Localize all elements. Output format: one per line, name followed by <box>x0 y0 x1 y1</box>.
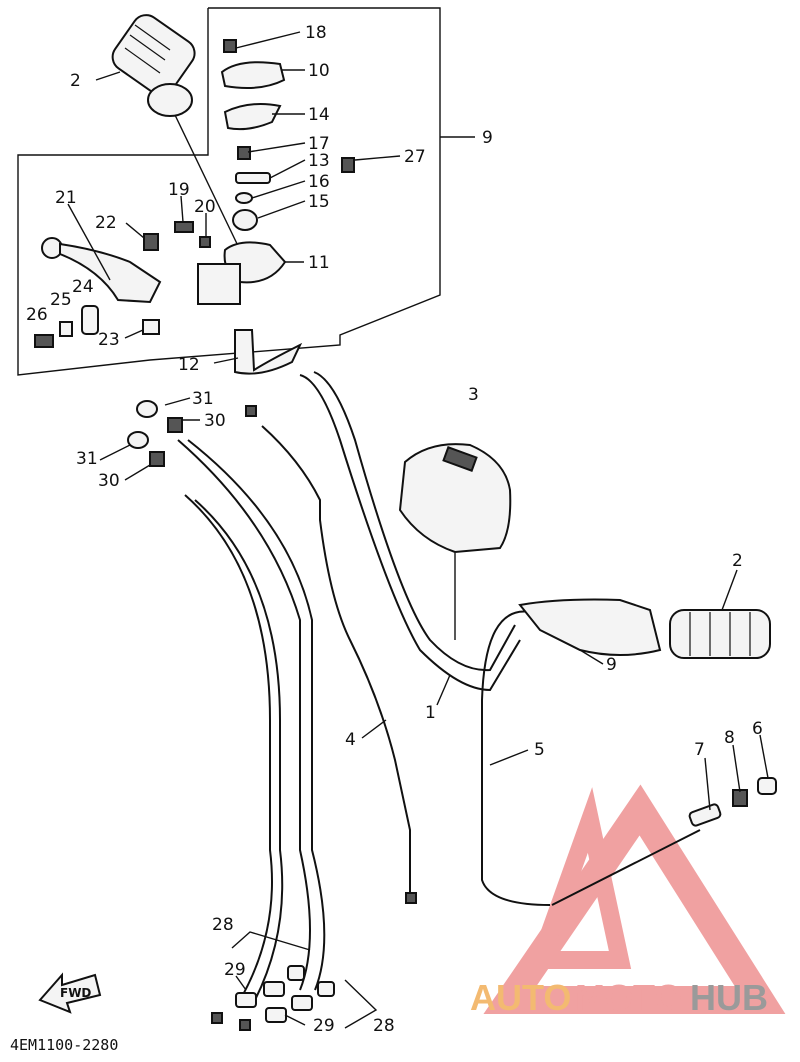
callout-15: 15 <box>308 192 330 212</box>
callout-31-upper: 31 <box>192 389 214 409</box>
fwd-arrow-icon: FWD <box>38 972 102 1014</box>
throttle-cover-parts <box>197 39 355 375</box>
callout-19: 19 <box>168 180 190 200</box>
callout-2-left: 2 <box>70 71 81 91</box>
callout-9: 9 <box>482 128 493 148</box>
callout-28-right: 28 <box>373 1016 395 1036</box>
right-switch-housing <box>398 443 512 554</box>
callout-13: 13 <box>308 151 330 171</box>
callout-31-lower: 31 <box>76 449 98 469</box>
callout-11: 11 <box>308 253 330 273</box>
callout-2-right: 2 <box>732 551 743 571</box>
cables <box>177 371 701 1001</box>
callout-17: 17 <box>308 134 330 154</box>
callout-8: 8 <box>724 728 735 748</box>
watermark-logo: AUTO MOTO HUB <box>470 784 786 1018</box>
watermark-moto: MOTO <box>575 977 682 1018</box>
cable-adjuster-set <box>688 777 777 827</box>
diagram-code: 4EM1100-2280 <box>10 1036 118 1054</box>
callout-21: 21 <box>55 188 77 208</box>
callout-23: 23 <box>98 330 120 350</box>
callout-16: 16 <box>308 172 330 192</box>
callout-24: 24 <box>72 277 94 297</box>
callout-10: 10 <box>308 61 330 81</box>
callout-labels: 18 10 2 14 17 13 16 15 27 9 21 22 19 20 … <box>26 23 763 1036</box>
callout-14: 14 <box>308 105 330 125</box>
callout-28-left: 28 <box>212 915 234 935</box>
callout-1: 1 <box>425 703 436 723</box>
leader-lines <box>67 31 769 1029</box>
callout-5: 5 <box>534 740 545 760</box>
callout-12: 12 <box>178 355 200 375</box>
callout-20: 20 <box>194 197 216 217</box>
callout-4: 4 <box>345 730 356 750</box>
fwd-label: FWD <box>60 986 91 1000</box>
callout-29-right: 29 <box>313 1016 335 1036</box>
callout-30-upper: 30 <box>204 411 226 431</box>
callout-18: 18 <box>305 23 327 43</box>
callout-3: 3 <box>468 385 479 405</box>
callout-9-right: 9 <box>606 655 617 675</box>
watermark-hub: HUB <box>690 977 768 1018</box>
callout-7: 7 <box>694 740 705 760</box>
callout-30-lower: 30 <box>98 471 120 491</box>
right-grip <box>518 598 771 659</box>
callout-27: 27 <box>404 147 426 167</box>
cable-adjusters <box>127 400 257 467</box>
cable-end-fittings <box>211 892 417 1031</box>
callout-26: 26 <box>26 305 48 325</box>
brake-lever <box>34 221 211 348</box>
callout-22: 22 <box>95 213 117 233</box>
watermark-auto: AUTO <box>470 977 571 1018</box>
callout-29-left: 29 <box>224 960 246 980</box>
callout-6: 6 <box>752 719 763 739</box>
left-grip <box>111 14 241 251</box>
callout-25: 25 <box>50 290 72 310</box>
